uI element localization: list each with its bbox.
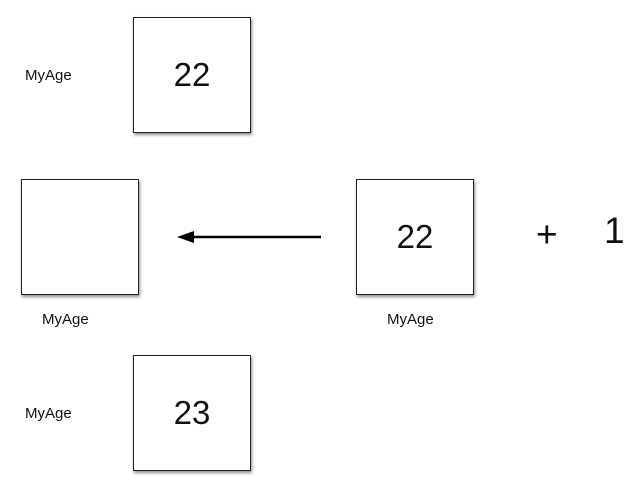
myage-box-bottom: 23 [133,355,251,471]
myage-box-top: 22 [133,17,251,133]
myage-source-box: 22 [356,179,474,295]
myage-target-box [21,179,139,295]
operand-one: 1 [604,210,625,251]
plus-operator: + [536,214,558,255]
myage-source-label: MyAge [387,311,434,328]
myage-label-bottom: MyAge [25,405,72,422]
assignment-arrow-icon [177,231,321,243]
myage-target-label: MyAge [42,311,89,328]
myage-label-top: MyAge [25,67,72,84]
